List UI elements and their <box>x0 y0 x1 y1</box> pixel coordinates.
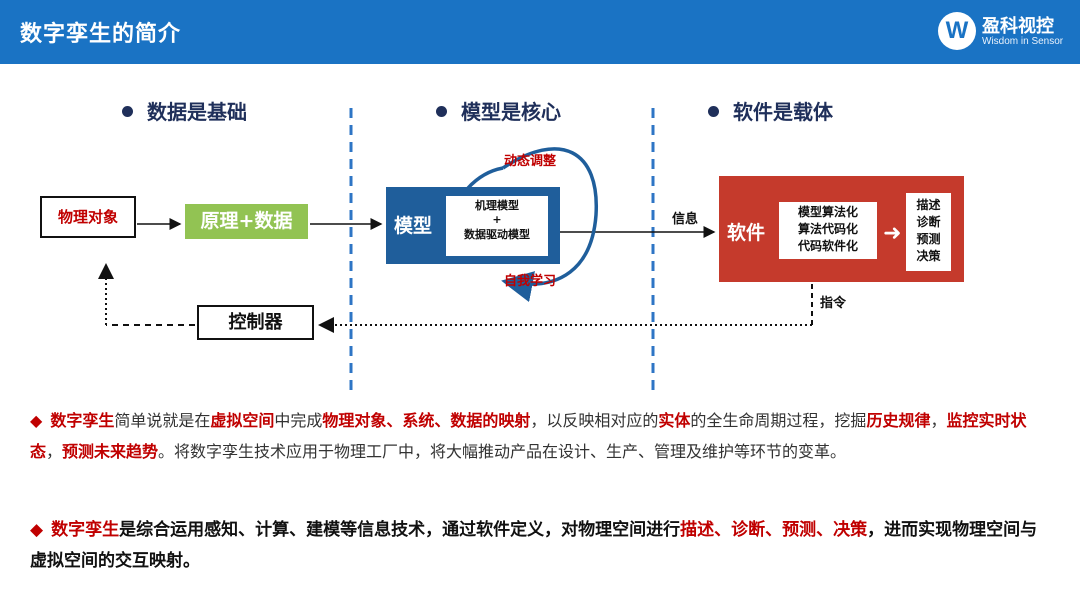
logo-mark-icon: W <box>938 12 976 50</box>
logo-tagline: Wisdom in Sensor <box>982 36 1064 47</box>
software-label: 软件 <box>727 222 766 244</box>
bullet-dot-icon <box>708 106 719 117</box>
dynamic-adjust-label: 动态调整 <box>504 154 557 169</box>
highlight-text: 历史规律 <box>866 411 931 430</box>
paragraph-1-text: 数字孪生简单说就是在虚拟空间中完成物理对象、系统、数据的映射，以反映相对应的实体… <box>30 411 1026 461</box>
paragraph-1: ◆数字孪生简单说就是在虚拟空间中完成物理对象、系统、数据的映射，以反映相对应的实… <box>30 405 1040 467</box>
highlight-text: 数字孪生 <box>51 520 120 540</box>
principle-data-box: 原理+数据 <box>185 204 308 239</box>
bullet-dot-icon <box>436 106 447 117</box>
right-arrow-icon: ➜ <box>883 221 902 246</box>
body-text: ，以反映相对应的 <box>530 411 659 430</box>
controller-box: 控制器 <box>197 305 314 340</box>
model-inner-line: 数据驱动模型 <box>464 228 530 241</box>
body-text: 的全生命周期过程，挖掘 <box>690 411 867 430</box>
body-text: 简单说就是在 <box>114 411 211 430</box>
body-text: 是综合运用感知、计算、建模等信息技术，通过软件定义，对物理空间进行 <box>119 520 681 540</box>
paragraph-2: ◆数字孪生是综合运用感知、计算、建模等信息技术，通过软件定义，对物理空间进行描述… <box>30 515 1050 577</box>
body-text: ，进而实现物理空间与虚拟空间的交互映射。 <box>30 520 1038 571</box>
body-text: ， <box>930 411 947 430</box>
model-inner-line: 机理模型 <box>475 199 519 212</box>
section-heading-software-label: 软件是载体 <box>733 100 833 124</box>
instruction-label: 指令 <box>820 296 847 311</box>
software-inner-box: 模型算法化 算法代码化 代码软件化 <box>779 202 877 259</box>
section-heading-model-label: 模型是核心 <box>461 100 561 124</box>
bullet-dot-icon <box>122 106 133 117</box>
company-logo: W 盈科视控 Wisdom in Sensor <box>938 10 1068 54</box>
loop-arrow-self-learning <box>501 147 598 303</box>
highlight-text: 虚拟空间 <box>210 411 275 430</box>
paragraph-2-text: 数字孪生是综合运用感知、计算、建模等信息技术，通过软件定义，对物理空间进行描述、… <box>30 520 1037 571</box>
model-inner-box: 机理模型 + 数据驱动模型 <box>446 196 548 256</box>
model-label: 模型 <box>394 215 433 237</box>
logo-name: 盈科视控 <box>982 16 1054 37</box>
highlight-text: 物理对象、系统、数据的映射 <box>322 411 531 430</box>
section-heading-model: 模型是核心 <box>436 96 561 125</box>
physical-object-box: 物理对象 <box>40 196 136 238</box>
header-bar <box>0 0 1080 64</box>
model-box: 模型 机理模型 + 数据驱动模型 <box>386 187 560 264</box>
highlight-text: 监控实时状态 <box>30 411 1027 461</box>
section-heading-software: 软件是载体 <box>708 96 833 125</box>
diamond-bullet-icon: ◆ <box>30 520 44 540</box>
section-heading-data-label: 数据是基础 <box>147 100 247 124</box>
software-output-item: 诊断 <box>916 215 941 229</box>
diamond-bullet-icon: ◆ <box>30 411 43 430</box>
software-inner-line: 算法代码化 <box>797 222 858 236</box>
software-output-box: 描述 诊断 预测 决策 <box>906 193 951 271</box>
software-output-item: 描述 <box>916 198 941 212</box>
loop-arrow-dynamic-adjust <box>466 166 504 190</box>
body-text: 中完成 <box>274 411 323 430</box>
software-inner-line: 模型算法化 <box>797 205 858 219</box>
model-inner-line: + <box>492 213 502 226</box>
body-text: ， <box>46 442 63 461</box>
self-learning-label: 自我学习 <box>504 274 557 289</box>
highlight-text: 数字孪生 <box>50 411 115 430</box>
highlight-text: 实体 <box>658 411 691 430</box>
highlight-text: 预测未来趋势 <box>62 442 159 461</box>
section-heading-data: 数据是基础 <box>122 96 247 125</box>
software-output-item: 决策 <box>916 249 941 263</box>
body-text: 。将数字孪生技术应用于物理工厂中，将大幅推动产品在设计、生产、管理及维护等环节的… <box>158 442 847 461</box>
info-label: 信息 <box>672 212 699 227</box>
software-output-item: 预测 <box>916 232 941 246</box>
software-box: 软件 模型算法化 算法代码化 代码软件化 ➜ 描述 诊断 预测 决策 <box>719 176 964 282</box>
highlight-text: 描述、诊断、预测、决策 <box>680 520 868 540</box>
page-title: 数字孪生的简介 <box>20 22 182 47</box>
software-inner-line: 代码软件化 <box>797 239 858 253</box>
